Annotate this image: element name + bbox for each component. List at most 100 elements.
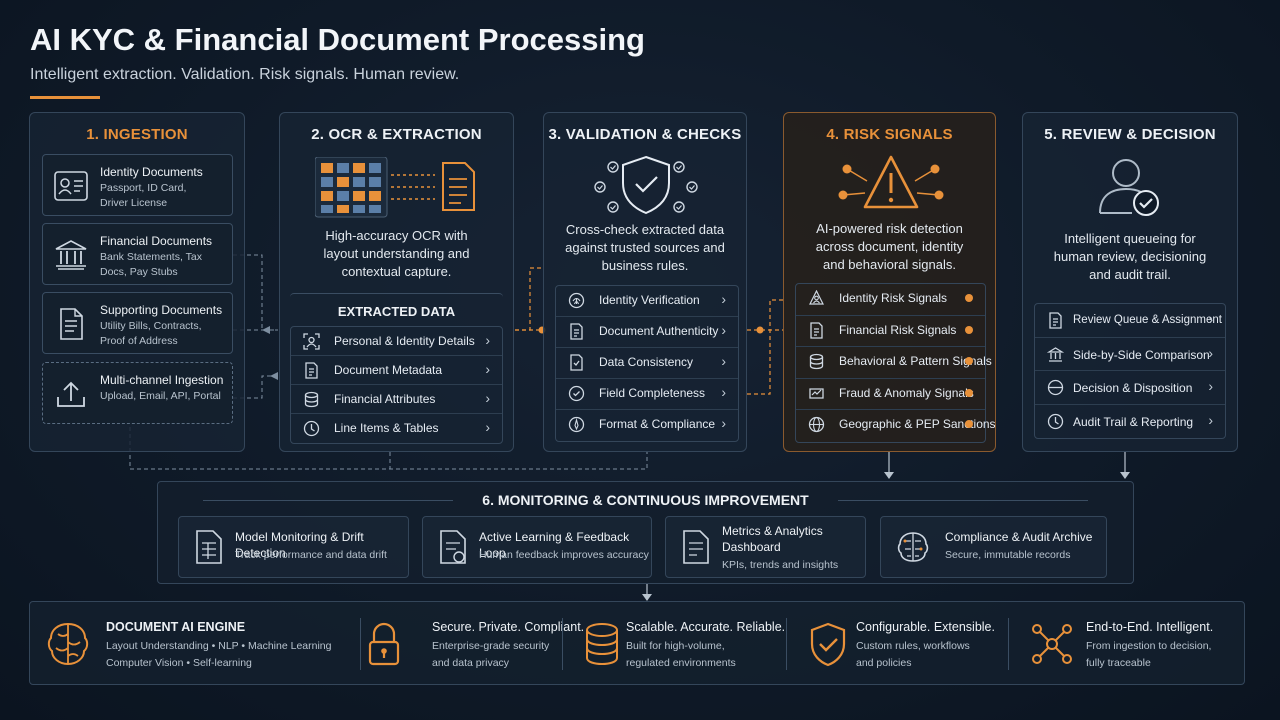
status-dot xyxy=(965,325,973,334)
status-dot xyxy=(965,357,973,365)
status-dot xyxy=(965,294,973,302)
monitoring-card-archive[interactable]: Compliance & Audit Archive Secure, immut… xyxy=(880,516,1107,578)
stage-title: 5. REVIEW & DECISION xyxy=(1044,126,1216,143)
list-item[interactable]: Field Completeness › xyxy=(556,379,738,410)
list-item[interactable]: Geographic & PEP Sanctions xyxy=(796,410,996,442)
desc-line: business rules. xyxy=(601,258,689,273)
source-card-multichannel[interactable]: Multi-channel Ingestion Upload, Email, A… xyxy=(42,362,233,424)
subtitle-line: From ingestion to decision, xyxy=(1086,640,1212,652)
source-card-financial[interactable]: Financial Documents Bank Statements, Tax… xyxy=(42,223,233,285)
card-subtitle-line2: Docs, Pay Stubs xyxy=(100,266,178,278)
brain-chip-icon xyxy=(895,529,929,565)
list-item[interactable]: Financial Attributes › xyxy=(291,385,502,414)
list-item-label: Field Completeness xyxy=(599,386,706,400)
card-subtitle: KPIs, trends and insights xyxy=(722,559,839,571)
engine-item-configurable: Configurable. Extensible. Custom rules, … xyxy=(804,602,1014,686)
list-item[interactable]: Identity Verification › xyxy=(556,286,738,317)
list-item-label: Review Queue & Assignment xyxy=(1073,314,1222,326)
list-item[interactable]: Format & Compliance › xyxy=(556,410,738,441)
list-item[interactable]: Document Metadata › xyxy=(291,356,502,385)
pattern-icon xyxy=(808,353,825,370)
card-title: Model Monitoring & Drift Detection xyxy=(235,530,364,560)
list-item[interactable]: Document Authenticity › xyxy=(556,317,738,348)
document-check-icon xyxy=(568,323,585,340)
engine-title: DOCUMENT AI ENGINE xyxy=(106,620,246,634)
extracted-data-panel: EXTRACTED DATA Personal & Identity Detai… xyxy=(290,293,503,444)
clock-icon xyxy=(1047,413,1064,430)
subtitle-line: and policies xyxy=(856,657,912,669)
divider xyxy=(786,618,787,670)
desc-line: and audit trail. xyxy=(1089,267,1171,282)
monitor-doc-icon xyxy=(193,529,225,565)
monitoring-card-feedback[interactable]: Active Learning & Feedback Loop Human fe… xyxy=(422,516,652,578)
engine-bar: DOCUMENT AI ENGINE Layout Understanding … xyxy=(29,601,1245,685)
source-card-supporting[interactable]: Supporting Documents Utility Bills, Cont… xyxy=(42,292,233,354)
list-item[interactable]: Financial Risk Signals xyxy=(796,316,985,347)
divider xyxy=(203,500,453,501)
bank-icon xyxy=(53,238,89,272)
document-icon xyxy=(53,307,89,341)
chevron-right-icon: › xyxy=(721,415,726,431)
stage-title: 3. VALIDATION & CHECKS xyxy=(548,126,742,143)
list-item[interactable]: Identity Risk Signals xyxy=(796,284,985,316)
id-card-icon xyxy=(53,169,89,203)
card-title: Supporting Documents xyxy=(100,303,223,317)
list-item[interactable]: Personal & Identity Details › xyxy=(291,327,502,356)
chevron-right-icon: › xyxy=(485,419,490,435)
list-item-label: Identity Risk Signals xyxy=(839,291,948,305)
list-item[interactable]: Audit Trail & Reporting › xyxy=(1035,405,1225,439)
monitoring-title: 6. MONITORING & CONTINUOUS IMPROVEMENT xyxy=(482,492,809,508)
list-item[interactable]: Behavioral & Pattern Signals xyxy=(796,347,992,379)
upload-icon xyxy=(53,377,89,411)
subtitle-line: and data privacy xyxy=(432,657,510,669)
desc-line: AI-powered risk detection xyxy=(816,221,963,236)
stage-ocr-extraction: 2. OCR & EXTRACTION High-accuracy OCR wi… xyxy=(279,112,514,452)
stage-description: High-accuracy OCR with layout understand… xyxy=(280,227,513,281)
stage-title: 1. INGESTION xyxy=(86,126,188,143)
list-item[interactable]: Review Queue & Assignment › xyxy=(1035,304,1225,338)
engine-subtitle: From ingestion to decision,fully traceab… xyxy=(1086,638,1280,672)
card-subtitle-line2: Proof of Address xyxy=(100,335,178,347)
list-item[interactable]: Fraud & Anomaly Signals xyxy=(796,379,985,410)
card-subtitle: Passport, ID Card,Driver License xyxy=(100,181,230,211)
page-subtitle: Intelligent extraction. Validation. Risk… xyxy=(30,66,460,83)
list-item[interactable]: Decision & Disposition › xyxy=(1035,371,1225,405)
metadata-icon xyxy=(303,362,320,379)
list-item[interactable]: Data Consistency › xyxy=(556,348,738,379)
list-item-label: Personal & Identity Details xyxy=(334,334,475,348)
compass-icon xyxy=(568,416,585,433)
list-item-label: Behavioral & Pattern Signals xyxy=(839,354,992,368)
chevron-right-icon: › xyxy=(1208,411,1213,428)
monitoring-card-drift[interactable]: Model Monitoring & Drift Detection Track… xyxy=(178,516,409,578)
divider xyxy=(562,618,563,670)
reviewer-check-icon xyxy=(1096,155,1166,219)
shield-check-icon xyxy=(804,620,852,668)
stage-description: Intelligent queueing for human review, d… xyxy=(1023,230,1237,284)
user-scan-icon xyxy=(303,333,320,350)
list-item[interactable]: Side-by-Side Comparison › xyxy=(1035,338,1225,371)
card-title: Active Learning & Feedback Loop xyxy=(479,530,630,560)
source-card-identity[interactable]: Identity Documents Passport, ID Card,Dri… xyxy=(42,154,233,216)
identity-risk-icon xyxy=(808,290,825,307)
table-icon xyxy=(303,420,320,437)
chevron-right-icon: › xyxy=(485,390,490,406)
list-item-label: Geographic & PEP Sanctions xyxy=(839,417,996,431)
list-item[interactable]: Line Items & Tables › xyxy=(291,414,502,443)
engine-item-secure: Secure. Private. Compliant. Enterprise-g… xyxy=(356,602,584,686)
engine-item-ai: DOCUMENT AI ENGINE Layout Understanding … xyxy=(44,602,344,686)
ocr-grid-icon xyxy=(315,157,480,219)
globe-icon xyxy=(808,416,825,433)
card-subtitle: Human feedback improves accuracy xyxy=(479,549,649,561)
card-title: Multi-channel Ingestion xyxy=(100,373,224,387)
chevron-right-icon: › xyxy=(721,322,726,338)
card-title: Identity Documents xyxy=(100,165,203,179)
card-subtitle: Utility Bills, Contracts, Proof of Addres… xyxy=(100,319,230,349)
desc-line: against trusted sources and xyxy=(565,240,725,255)
card-subtitle: Track performance and data drift xyxy=(235,549,387,561)
card-subtitle-line1: Utility Bills, Contracts, xyxy=(100,320,202,332)
list-item-label: Identity Verification xyxy=(599,293,700,307)
engine-subtitle: Layout Understanding • NLP • Machine Lea… xyxy=(106,638,346,672)
